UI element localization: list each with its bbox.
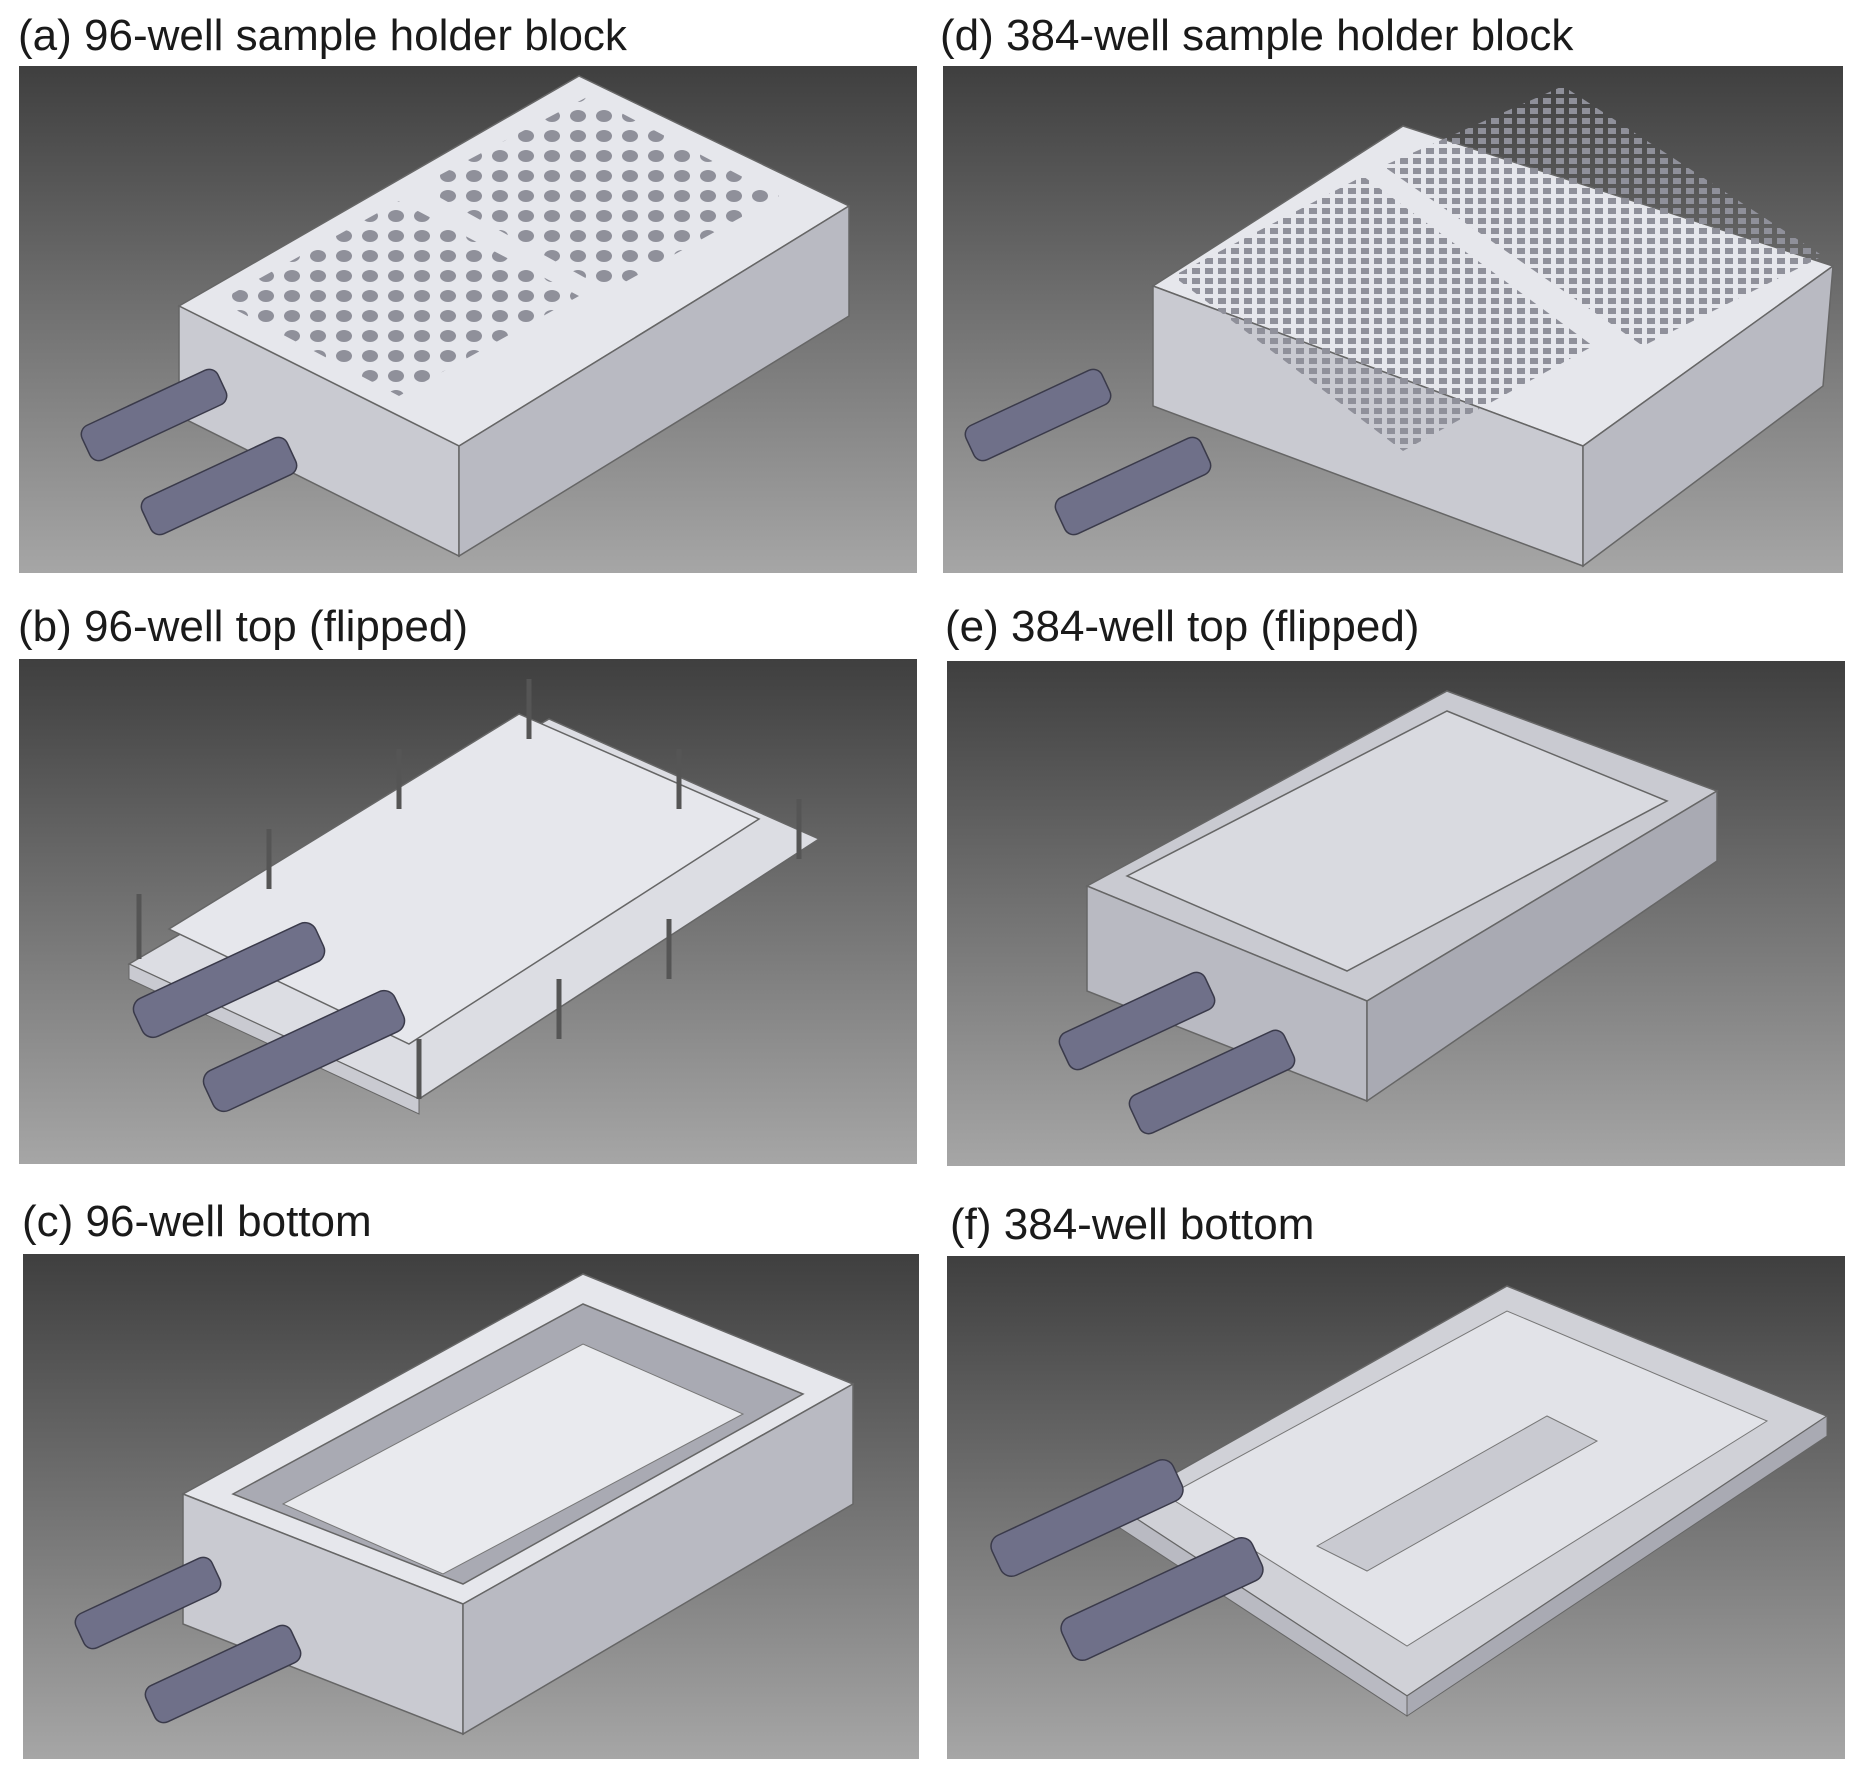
pins — [136, 679, 802, 1099]
block-body — [177, 75, 851, 558]
caption-c: (c) 96-well bottom — [22, 1197, 372, 1246]
fittings — [132, 921, 406, 1113]
caption-b: (b) 96-well top (flipped) — [18, 602, 468, 651]
tray-body — [181, 1273, 855, 1736]
panel-a-96-well-holder-render — [19, 66, 917, 573]
fittings — [990, 1458, 1264, 1662]
caption-a: (a) 96-well sample holder block — [18, 11, 627, 60]
plate-body — [1115, 1285, 1829, 1717]
caption-d: (d) 384-well sample holder block — [940, 11, 1574, 60]
lid-body — [1085, 690, 1719, 1103]
caption-e: (e) 384-well top (flipped) — [945, 602, 1420, 651]
panel-f-384-well-bottom-render — [947, 1256, 1845, 1759]
fittings — [80, 368, 298, 536]
fittings — [964, 368, 1212, 536]
panel-d-384-well-holder-render — [943, 66, 1843, 573]
panel-b-96-well-top-render — [19, 659, 917, 1164]
panel-e-384-well-top-render — [947, 661, 1845, 1166]
fittings — [74, 1556, 302, 1724]
caption-f: (f) 384-well bottom — [950, 1200, 1315, 1249]
fittings — [1058, 971, 1296, 1135]
block-body — [1151, 86, 1835, 568]
panel-c-96-well-bottom-render — [23, 1254, 919, 1759]
